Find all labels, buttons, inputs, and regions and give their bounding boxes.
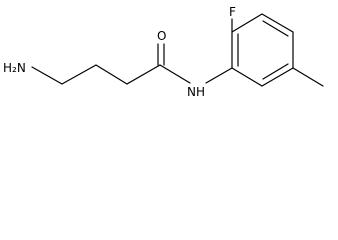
amine-label: H₂N [3, 61, 26, 75]
ring-bond-6 [231, 67, 263, 87]
bond-c1-c2 [61, 64, 97, 85]
structure-canvas: H₂N O NH F [0, 0, 338, 107]
ring-bond-3-inner [262, 20, 289, 37]
bond-ring-methyl [292, 67, 324, 87]
amide-nh-label: NH [187, 85, 205, 99]
fluorine-label: F [229, 5, 236, 19]
bond-c2-c3 [95, 64, 128, 85]
ring-bond-2 [231, 13, 263, 33]
bond-nh-ring [205, 67, 233, 84]
ring-bond-5 [261, 67, 294, 87]
bond-c3-carbonyl [126, 64, 161, 85]
bond-carbonyl-nh [159, 64, 191, 84]
molecule-structure: H₂N O NH F [3, 5, 324, 99]
ring-bond-5-inner [262, 63, 289, 80]
bond-n-c1 [31, 66, 63, 85]
ring-bond-3 [261, 13, 294, 33]
carbonyl-oxygen-label: O [157, 29, 166, 43]
